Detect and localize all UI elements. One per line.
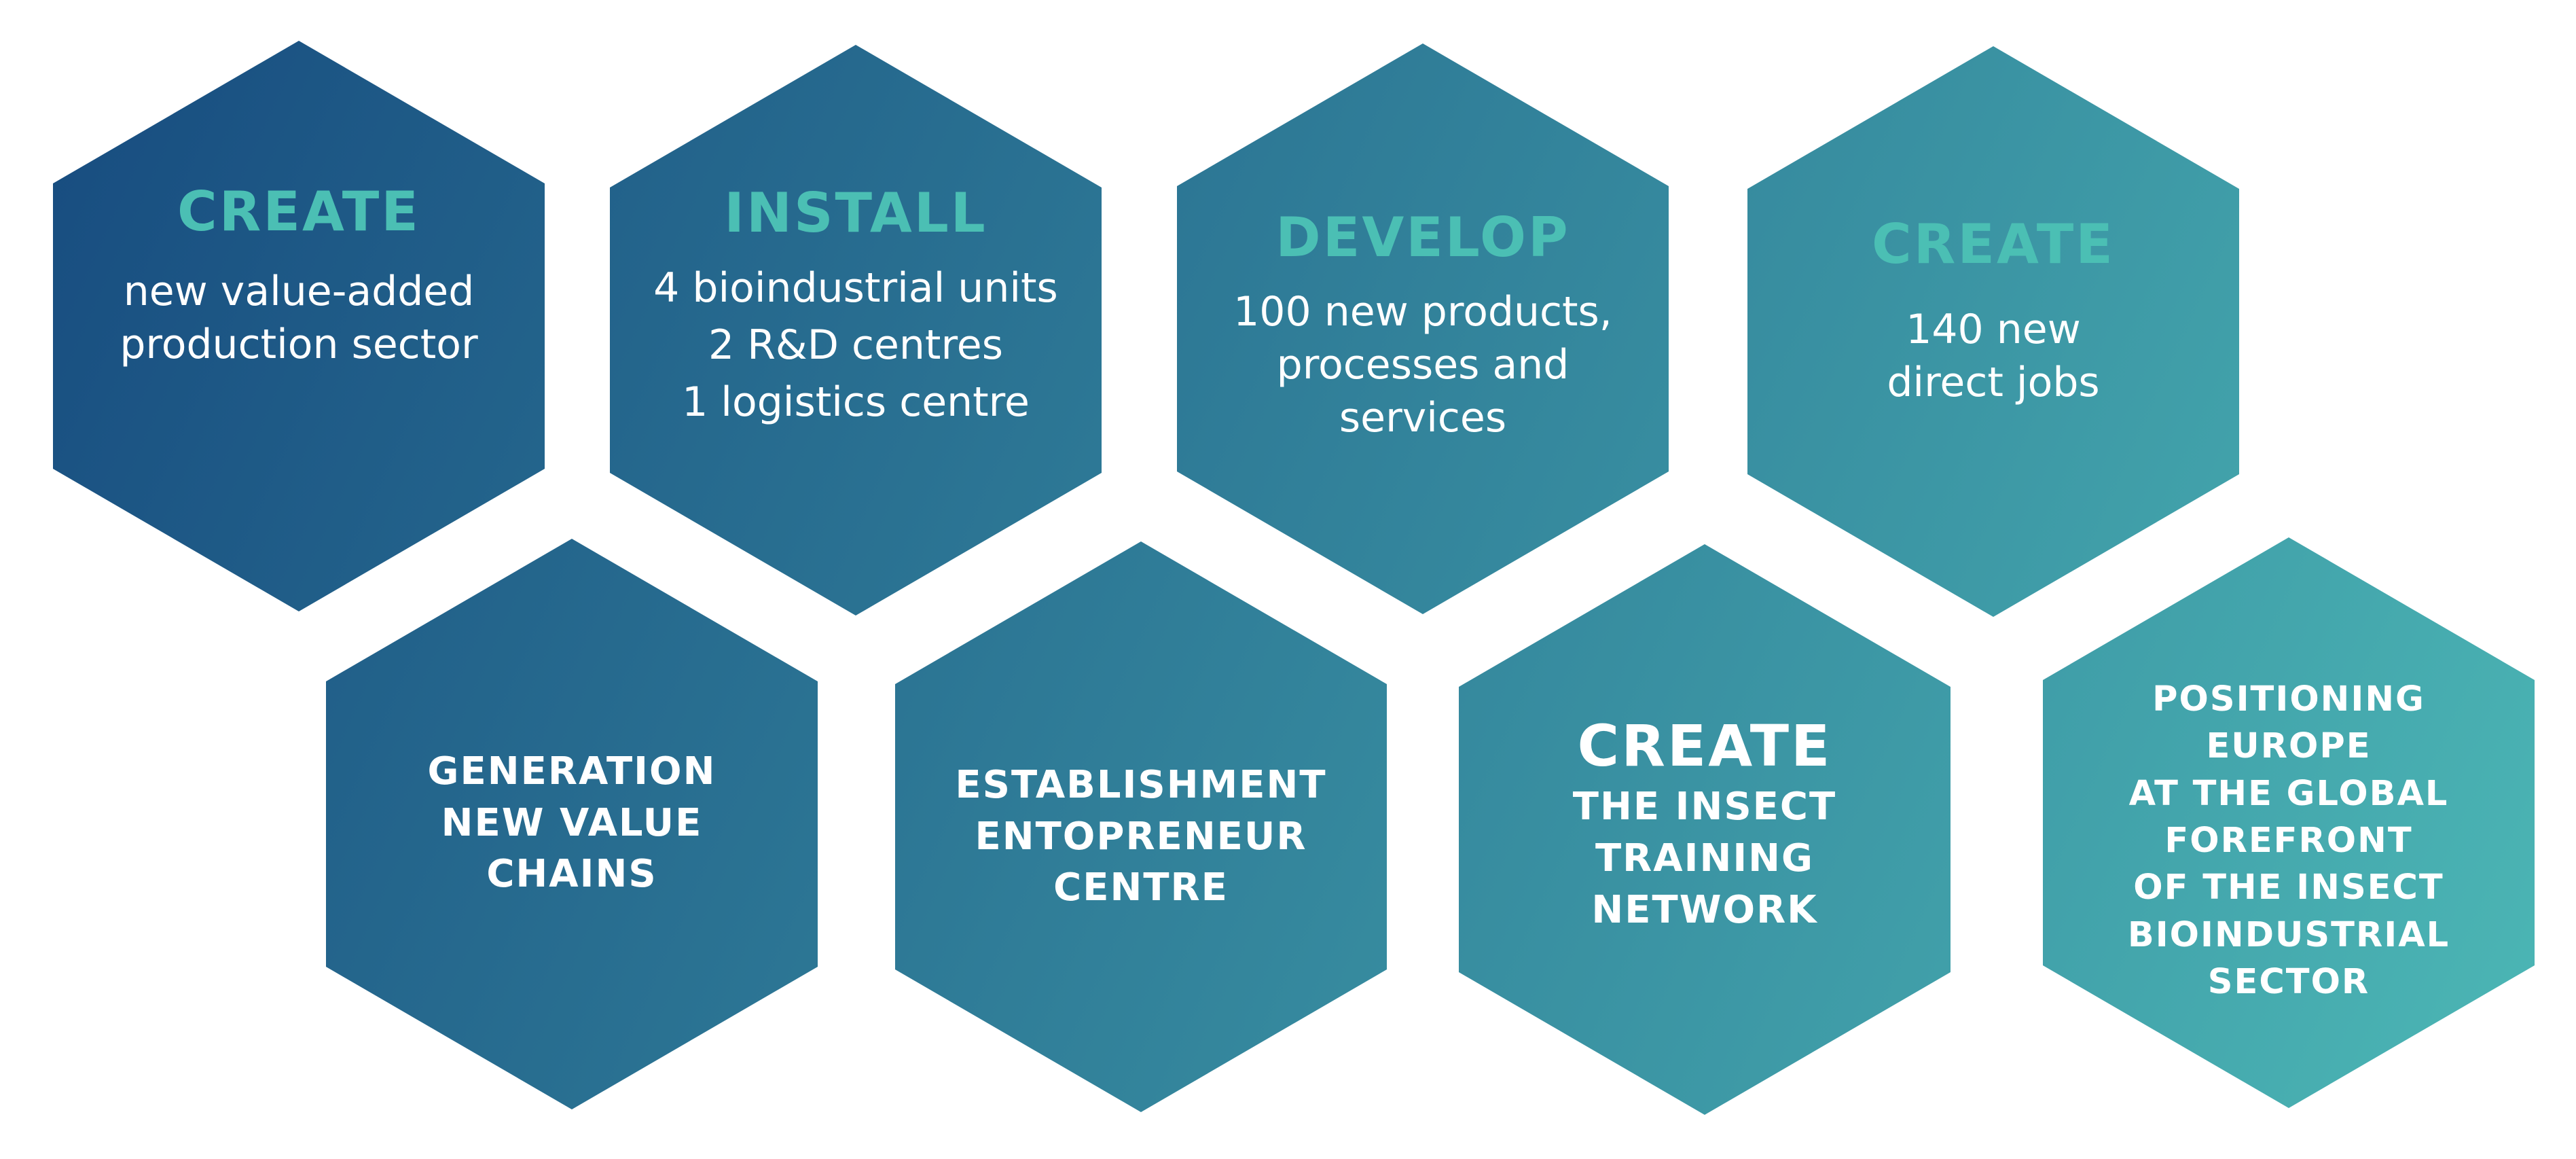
- hexagon-generation-text: GENERATION NEW VALUE CHAINS: [361, 746, 782, 900]
- hexagon-create-sector: [53, 41, 545, 611]
- hexagon-positioning: [2043, 537, 2535, 1108]
- hexagon-develop: [1177, 43, 1669, 614]
- hex-title: DEVELOP: [1275, 206, 1570, 269]
- hex-title: CREATE: [1872, 213, 2115, 276]
- hexagon-install: [610, 45, 1102, 616]
- hexagon-create-network: [1459, 544, 1951, 1115]
- hex-title: CREATE: [177, 180, 420, 243]
- hex-caption: GENERATION NEW VALUE CHAINS: [427, 749, 716, 897]
- hex-title: INSTALL: [724, 181, 987, 245]
- hex-body: 140 new direct jobs: [1887, 306, 2100, 406]
- hexagon-positioning-text: POSITIONING EUROPE AT THE GLOBAL FOREFRO…: [2078, 676, 2499, 1006]
- hexagon-install-text: INSTALL 4 bioindustrial units 2 R&D cent…: [645, 183, 1066, 431]
- hex-caption: ESTABLISHMENT ENTOPRENEUR CENTRE: [955, 763, 1327, 910]
- hexagon-establishment: [895, 541, 1387, 1112]
- hex-caption: THE INSECT TRAINING NETWORK: [1572, 785, 1837, 932]
- hex-body: new value-added production sector: [120, 268, 478, 368]
- hexagon-create-network-text: CREATE THE INSECT TRAINING NETWORK: [1494, 715, 1915, 935]
- hex-caption: POSITIONING EUROPE AT THE GLOBAL FOREFRO…: [2127, 679, 2450, 1003]
- hex-body: 100 new products, processes and services: [1233, 288, 1612, 442]
- hexagon-create-jobs-text: CREATE 140 new direct jobs: [1783, 215, 2204, 409]
- hex-body: 4 bioindustrial units 2 R&D centres 1 lo…: [653, 264, 1058, 426]
- hexagon-create-jobs: [1747, 46, 2239, 617]
- hexagon-establishment-text: ESTABLISHMENT ENTOPRENEUR CENTRE: [930, 760, 1352, 914]
- hexagon-generation: [326, 539, 818, 1109]
- hexagon-create-sector-text: CREATE new value-added production sector: [88, 182, 509, 371]
- hexagon-develop-text: DEVELOP 100 new products, processes and …: [1212, 208, 1633, 444]
- hex-title: CREATE: [1577, 713, 1832, 779]
